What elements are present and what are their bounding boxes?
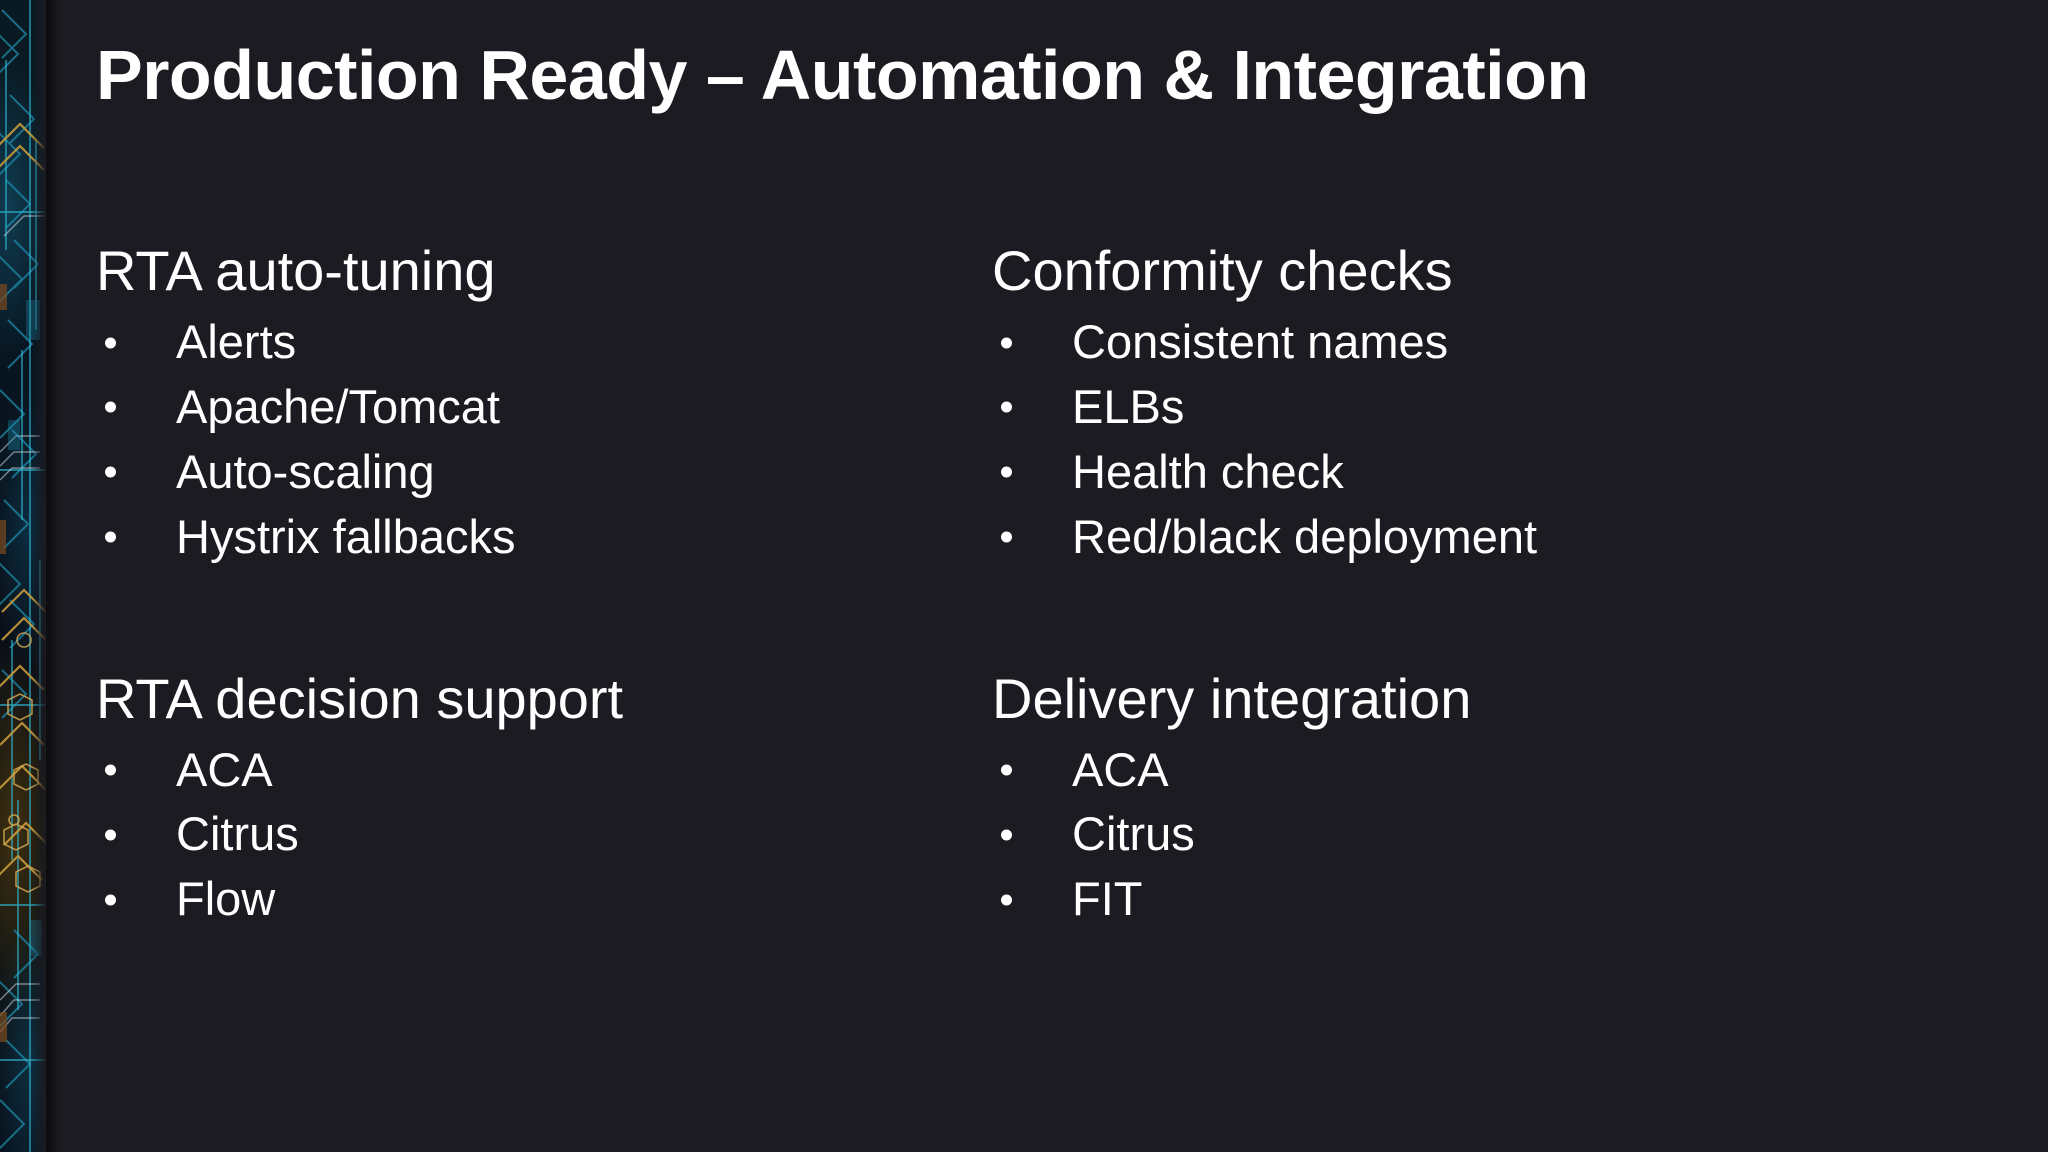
- section-heading: RTA decision support: [96, 666, 624, 730]
- list-item: ACA: [96, 738, 950, 803]
- list-item: Red/black deployment: [992, 505, 1950, 570]
- strip-edge-fade: [32, 0, 46, 1152]
- bullet-dot-icon: [105, 531, 116, 543]
- bullet-dot-icon: [105, 337, 116, 348]
- section-delivery-integration: Delivery integration ACA Citrus FIT: [992, 666, 1950, 933]
- bullet-dot-icon: [105, 466, 116, 478]
- list-item: ACA: [992, 738, 1950, 803]
- list-item-label: Citrus: [1072, 807, 1195, 861]
- slide-body: RTA auto-tuning Alerts Apache/Tomcat Aut…: [0, 238, 2048, 932]
- bullet-dot-icon: [1001, 764, 1012, 776]
- section-rta-auto-tuning: RTA auto-tuning Alerts Apache/Tomcat Aut…: [96, 238, 950, 570]
- bullet-dot-icon: [1001, 829, 1012, 841]
- list-item: Health check: [992, 440, 1950, 505]
- list-item: Alerts: [96, 310, 950, 375]
- list-item: ELBs: [992, 375, 1950, 440]
- list-item-label: Apache/Tomcat: [176, 379, 500, 433]
- list-item: FIT: [992, 867, 1950, 932]
- list-item-label: Hystrix fallbacks: [176, 509, 516, 563]
- list-item: Citrus: [96, 802, 950, 867]
- bullet-list: ACA Citrus Flow: [96, 738, 950, 933]
- list-item-label: Auto-scaling: [176, 444, 435, 498]
- list-item-label: Alerts: [176, 315, 297, 369]
- section-rta-decision-support: RTA decision support ACA Citrus Flow: [96, 666, 950, 933]
- list-item-label: Flow: [176, 872, 276, 926]
- list-item-label: ACA: [176, 742, 273, 796]
- bullet-dot-icon: [1001, 531, 1012, 543]
- bullet-list: Alerts Apache/Tomcat Auto-scaling Hystri…: [96, 310, 950, 569]
- list-item-label: ACA: [1072, 742, 1169, 796]
- bullet-list: ACA Citrus FIT: [992, 738, 1950, 933]
- list-item: Flow: [96, 867, 950, 932]
- bullet-list: Consistent names ELBs Health check Red/b…: [992, 310, 1950, 569]
- list-item-label: FIT: [1072, 872, 1143, 926]
- list-item: Citrus: [992, 802, 1950, 867]
- list-item: Hystrix fallbacks: [96, 505, 950, 570]
- bullet-dot-icon: [105, 894, 116, 906]
- list-item-label: Red/black deployment: [1072, 509, 1538, 563]
- bullet-dot-icon: [105, 764, 116, 776]
- slide-title: Production Ready – Automation & Integrat…: [96, 36, 1589, 114]
- section-heading: Delivery integration: [992, 666, 1472, 730]
- right-column: Conformity checks Consistent names ELBs …: [950, 238, 1950, 932]
- list-item: Apache/Tomcat: [96, 375, 950, 440]
- list-item-label: Citrus: [176, 807, 299, 861]
- bullet-dot-icon: [105, 829, 116, 841]
- bullet-dot-icon: [105, 401, 116, 413]
- list-item-label: Health check: [1072, 444, 1344, 498]
- strip-shadow: [46, 0, 62, 1152]
- circuit-board-decoration: [0, 0, 46, 1152]
- list-item: Consistent names: [992, 310, 1950, 375]
- bullet-dot-icon: [1001, 894, 1012, 906]
- list-item: Auto-scaling: [96, 440, 950, 505]
- left-column: RTA auto-tuning Alerts Apache/Tomcat Aut…: [0, 238, 950, 932]
- bullet-dot-icon: [1001, 401, 1012, 413]
- list-item-label: ELBs: [1072, 379, 1185, 433]
- bullet-dot-icon: [1001, 337, 1012, 348]
- section-heading: Conformity checks: [992, 239, 1453, 302]
- section-conformity-checks: Conformity checks Consistent names ELBs …: [992, 238, 1950, 570]
- list-item-label: Consistent names: [1072, 315, 1449, 369]
- section-heading: RTA auto-tuning: [96, 239, 496, 302]
- bullet-dot-icon: [1001, 466, 1012, 478]
